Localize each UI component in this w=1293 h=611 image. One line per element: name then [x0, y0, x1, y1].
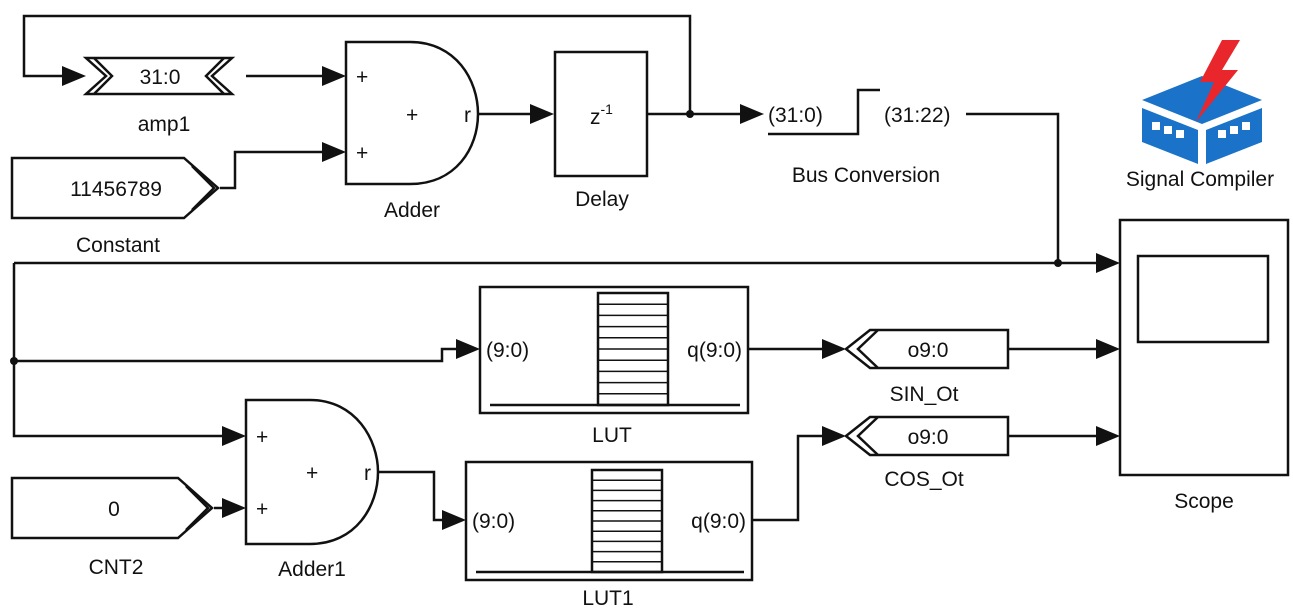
- scope-block[interactable]: Scope: [1118, 218, 1290, 513]
- adder1-label: Adder1: [278, 558, 346, 581]
- busconv-label: Bus Conversion: [792, 164, 940, 187]
- signal-compiler-block[interactable]: Signal Compiler: [1126, 40, 1274, 191]
- cos-out-block[interactable]: o9:0 COS_Ot: [843, 415, 1010, 491]
- sin-out-value: o9:0: [908, 339, 949, 362]
- cnt2-label: CNT2: [89, 556, 144, 579]
- adder-op: +: [406, 104, 418, 127]
- lut-in-port: (9:0): [486, 339, 529, 362]
- wire-busconv-scope: [966, 112, 1060, 263]
- arrowhead: [1096, 253, 1120, 273]
- junction-dot: [686, 110, 694, 118]
- adder-port-out: r: [464, 104, 471, 127]
- wire-trunk-lut: [14, 347, 462, 363]
- arrowhead: [322, 142, 346, 162]
- sin-out-block[interactable]: o9:0 SIN_Ot: [843, 328, 1010, 406]
- junction-dot: [10, 357, 18, 365]
- delay-label: Delay: [575, 188, 629, 211]
- wire-adder1-lut1: [378, 470, 448, 522]
- wire-lut1-cos: [752, 434, 826, 522]
- arrowhead: [822, 426, 846, 446]
- lut-block[interactable]: (9:0) q(9:0) LUT: [478, 285, 750, 447]
- sin-out-label: SIN_Ot: [890, 383, 959, 406]
- cnt2-value: 0: [108, 498, 120, 521]
- constant-label: Constant: [76, 234, 160, 257]
- arrowhead: [222, 426, 246, 446]
- lut-table-rows: [598, 303, 668, 395]
- cos-out-value: o9:0: [908, 426, 949, 449]
- constant-block[interactable]: 11456789 Constant: [10, 156, 220, 257]
- adder1-op: +: [306, 462, 318, 485]
- scope-label: Scope: [1174, 490, 1234, 513]
- wire-left-trunk: [12, 263, 228, 438]
- wire-constant-adder: [220, 150, 330, 190]
- arrowhead: [530, 104, 554, 124]
- lut1-table-rows: [592, 479, 662, 563]
- arrowhead: [222, 498, 246, 518]
- lut1-out-port: q(9:0): [691, 510, 746, 533]
- lut1-in-port: (9:0): [472, 510, 515, 533]
- busconv-in-port: (31:0): [768, 104, 823, 127]
- adder-port-in1: +: [356, 66, 368, 89]
- delay-block[interactable]: z-1 Delay: [553, 50, 649, 211]
- delay-symbol: z-1: [590, 101, 613, 129]
- arrowhead: [322, 66, 346, 86]
- signal-compiler-icon: [1142, 40, 1262, 164]
- signal-compiler-label: Signal Compiler: [1126, 168, 1274, 191]
- cnt2-block[interactable]: 0 CNT2: [10, 476, 214, 579]
- adder-label: Adder: [384, 199, 440, 222]
- lut1-label: LUT1: [582, 587, 633, 610]
- lut-out-port: q(9:0): [687, 339, 742, 362]
- arrowhead: [456, 339, 480, 359]
- junction-dot: [1054, 259, 1062, 267]
- constant-value: 11456789: [70, 178, 162, 201]
- cos-out-label: COS_Ot: [884, 468, 964, 491]
- arrowhead: [62, 66, 86, 86]
- adder1-block[interactable]: + + + r Adder1: [244, 398, 380, 581]
- wire-feedback-loop: [22, 14, 692, 114]
- amp1-value: 31:0: [140, 66, 181, 89]
- arrowhead: [1096, 426, 1120, 446]
- adder-block[interactable]: + + + r Adder: [344, 40, 480, 222]
- arrowhead: [442, 510, 466, 530]
- arrowhead: [740, 104, 764, 124]
- adder1-port-in1: +: [256, 426, 268, 449]
- adder-port-in2: +: [356, 142, 368, 165]
- arrowhead: [1096, 339, 1120, 359]
- arrowhead: [822, 339, 846, 359]
- lut1-block[interactable]: (9:0) q(9:0) LUT1: [464, 460, 754, 610]
- wire-busconv-step: [768, 88, 880, 136]
- adder1-port-in2: +: [256, 498, 268, 521]
- amp1-label: amp1: [138, 113, 191, 136]
- busconv-out-port: (31:22): [884, 104, 951, 127]
- wires: [10, 14, 1120, 530]
- amp1-block[interactable]: 31:0 amp1: [82, 56, 236, 136]
- lut-label: LUT: [592, 424, 632, 447]
- adder1-port-out: r: [364, 462, 371, 485]
- bus-conversion-block[interactable]: (31:0) (31:22) Bus Conversion: [768, 104, 951, 187]
